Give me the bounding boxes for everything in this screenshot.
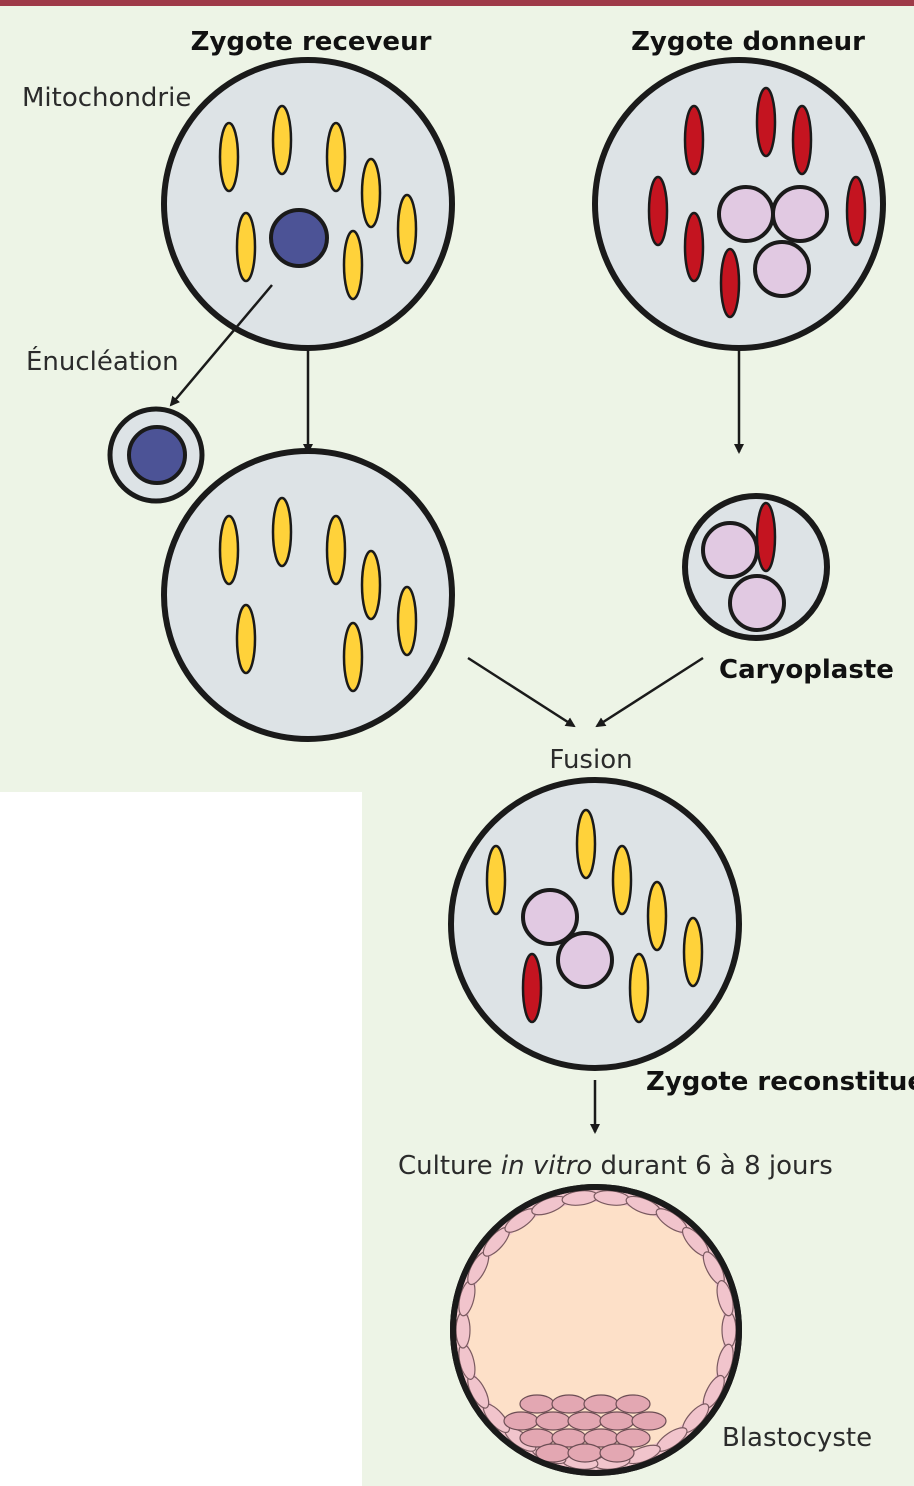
inner-cell-mass-cell [567, 1411, 603, 1431]
recipient-zygote [161, 57, 455, 351]
mitochondrion-red [647, 175, 669, 247]
mitochondrion-yellow [360, 157, 382, 229]
inner-cell-mass-cell [631, 1411, 667, 1431]
donor-zygote [592, 57, 886, 351]
pronucleus [753, 240, 811, 298]
mitochondrion-yellow [271, 104, 293, 176]
blastocyst-outline [450, 1184, 742, 1476]
karyoplast [682, 493, 830, 641]
mitochondrion-yellow [235, 211, 257, 283]
culture-suffix: durant 6 à 8 jours [592, 1151, 832, 1181]
mitochondrion-red [719, 247, 741, 319]
inner-cell-mass-cell [551, 1394, 587, 1414]
blastocyst-label: Blastocyste [722, 1423, 872, 1453]
mitochondrion-yellow [360, 549, 382, 621]
mitochondria-label: Mitochondrie [22, 83, 191, 113]
enucleated-recipient-zygote [161, 448, 455, 742]
inner-cell-mass [503, 1394, 667, 1463]
reconstituted-zygote-label: Zygote reconstitué [646, 1067, 914, 1097]
mitochondrion-yellow [396, 585, 418, 657]
trophectoderm-cell [721, 1311, 737, 1349]
inner-cell-mass-cell [535, 1411, 571, 1431]
arrow-karyoplast-to-fusion [595, 656, 704, 728]
enucleated-nucleus [107, 406, 205, 504]
mitochondrion-red [683, 211, 705, 283]
mitochondrion-yellow [325, 514, 347, 586]
inner-cell-mass-cell [615, 1428, 651, 1448]
pronucleus [717, 185, 775, 243]
donor-zygote-label: Zygote donneur [631, 27, 865, 57]
mitochondrion-yellow [342, 229, 364, 301]
fusion-label: Fusion [549, 745, 632, 775]
inner-cell-mass-cell [599, 1443, 635, 1463]
mitochondrion-red [755, 86, 777, 158]
pronucleus [701, 521, 759, 579]
culture-label: Culture in vitro durant 6 à 8 jours [398, 1151, 833, 1181]
pronucleus [521, 888, 579, 946]
inner-cell-mass-cell [567, 1443, 603, 1463]
mitochondrion-yellow [396, 193, 418, 265]
blastocyst [450, 1184, 742, 1476]
mitochondrion-yellow [646, 880, 668, 952]
pronucleus [728, 574, 786, 632]
mitochondrion-yellow [575, 808, 597, 880]
mitochondrion-red [791, 104, 813, 176]
enucleation-label: Énucléation [26, 345, 179, 377]
mitochondrion-red [755, 501, 777, 573]
recipient-zygote-label: Zygote receveur [191, 27, 432, 57]
inner-cell-mass-cell [519, 1394, 555, 1414]
inner-cell-mass-cell [599, 1411, 635, 1431]
mitochondrion-red [521, 952, 543, 1024]
pronucleus [556, 931, 614, 989]
trophectoderm-cell [455, 1311, 471, 1349]
arrow-cytoplast-to-fusion [467, 656, 576, 728]
top-bar [0, 0, 914, 6]
enucleation-arrow [169, 284, 273, 407]
mitochondrion-yellow [218, 514, 240, 586]
inner-cell-mass-cell [503, 1411, 539, 1431]
mitochondrion-yellow [611, 844, 633, 916]
mitochondrion-red [683, 104, 705, 176]
mitochondrion-yellow [628, 952, 650, 1024]
mitochondrion-yellow [682, 916, 704, 988]
mitochondrion-yellow [218, 121, 240, 193]
mitochondrion-red [845, 175, 867, 247]
recipient-nucleus [269, 208, 329, 268]
mitochondrion-yellow [235, 603, 257, 675]
blastocoel [468, 1202, 724, 1458]
mitochondrion-yellow [485, 844, 507, 916]
trophectoderm-cell [716, 1280, 734, 1317]
culture-prefix: Culture [398, 1151, 501, 1181]
mitochondrion-yellow [325, 121, 347, 193]
mitochondrion-yellow [342, 621, 364, 693]
karyoplast-label: Caryoplaste [719, 655, 894, 685]
pronucleus [771, 185, 829, 243]
culture-italic: in vitro [501, 1151, 592, 1181]
inner-cell-mass-cell [615, 1394, 651, 1414]
inner-cell-mass-cell [583, 1394, 619, 1414]
reconstituted-zygote [448, 777, 742, 1071]
mitochondrion-yellow [271, 496, 293, 568]
